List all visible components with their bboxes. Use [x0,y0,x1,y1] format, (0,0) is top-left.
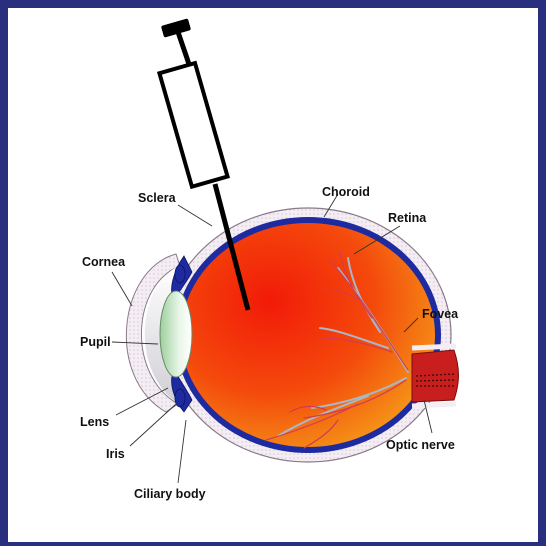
label-ciliary-body: Ciliary body [134,487,206,501]
label-iris: Iris [106,447,125,461]
label-retina: Retina [388,211,427,225]
diagram-canvas: Sclera Choroid Retina Cornea Fovea Pupil… [8,8,538,542]
eye-diagram: Sclera Choroid Retina Cornea Fovea Pupil… [8,8,538,542]
vitreous-body [181,223,435,447]
label-choroid: Choroid [322,185,370,199]
optic-nerve-shape [412,350,459,402]
lens-shape [160,291,192,377]
label-fovea: Fovea [422,307,459,321]
label-lens: Lens [80,415,109,429]
label-optic-nerve: Optic nerve [386,438,455,452]
label-pupil: Pupil [80,335,111,349]
label-sclera: Sclera [138,191,177,205]
label-cornea: Cornea [82,255,126,269]
